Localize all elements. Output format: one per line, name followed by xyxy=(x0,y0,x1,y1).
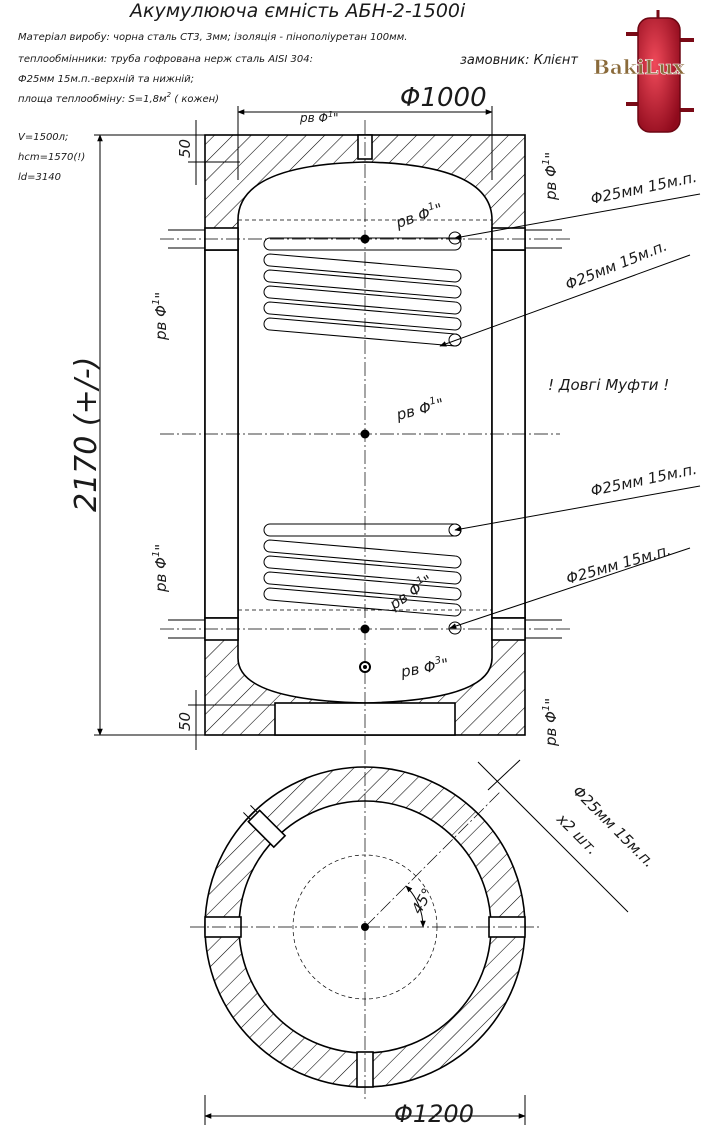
fitting-top-label: рв Φ1" xyxy=(299,110,339,125)
logo-text: BakiLux xyxy=(593,55,686,79)
insulation-bottom-label: 50 xyxy=(176,712,194,731)
spec-material: Матеріал виробу: чорна сталь СТ3, 3мм; і… xyxy=(18,31,407,43)
plan-view xyxy=(190,750,629,1125)
elevation-view xyxy=(94,106,701,750)
top-diameter-label: Φ1000 xyxy=(400,83,487,113)
upper-heat-exchanger-coil xyxy=(263,231,462,347)
page-title: Акумулююча ємність АБН-2-1500i xyxy=(128,0,466,22)
param-hcm: hcm=1570(!) xyxy=(18,152,85,163)
spec-pipe: Ф25мм 15м.п.-верхній та нижній; xyxy=(18,73,194,85)
fitting-left-upper-label: рв Φ1" xyxy=(151,292,170,341)
coil-label-upper-outlet: Φ25мм 15м.п. xyxy=(563,237,670,294)
insulation-top-label: 50 xyxy=(176,139,194,158)
lower-heat-exchanger-coil xyxy=(263,523,462,635)
bakilux-logo: BakiLux xyxy=(593,10,694,133)
bottom-diameter-label: Φ1200 xyxy=(394,1100,474,1128)
spec-exchangers: теплообмінники: труба гофрована нерж ста… xyxy=(18,53,313,65)
coil-label-lower-outlet: Φ25мм 15м.п. xyxy=(564,541,673,588)
param-ld: ld=3140 xyxy=(18,172,61,183)
customer-label: замовник: Клієнт xyxy=(460,53,578,68)
param-volume: V=1500л; xyxy=(18,132,68,143)
coil-label-upper-inlet: Φ25мм 15м.п. xyxy=(589,168,698,208)
coil-label-lower-inlet: Φ25мм 15м.п. xyxy=(589,460,698,500)
spec-area: площа теплообміну: S=1,8м2 ( кожен) xyxy=(18,91,219,105)
fitting-left-lower-label: рв Φ1" xyxy=(151,544,170,593)
long-sockets-note: ! Довгі Муфти ! xyxy=(548,376,669,394)
height-dimension-label: 2170 (+/-) xyxy=(69,357,104,512)
fitting-right-lower-label: рв Φ1" xyxy=(541,698,560,747)
fitting-right-upper-label: рв Φ1" xyxy=(541,152,560,201)
